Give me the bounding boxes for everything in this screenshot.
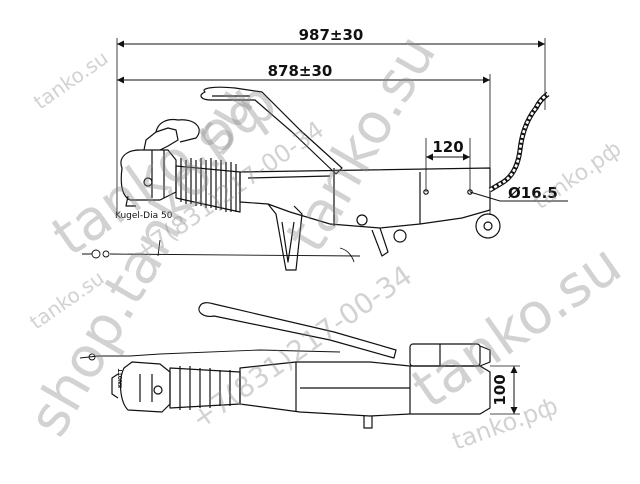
hole-spacing-label: 120 <box>432 138 463 156</box>
ball-coupling-label: Kugel-Dia 50 <box>115 211 173 221</box>
bellows <box>175 158 241 213</box>
top-view <box>79 302 491 429</box>
coupling-body-top <box>239 361 491 429</box>
hole-diameter-label: Ø16.5 <box>508 184 558 202</box>
watermark-site-rf-2: tanko.рф <box>529 137 626 215</box>
cable-top <box>79 349 341 361</box>
brake-pivot <box>371 227 407 257</box>
rear-eye <box>475 213 501 239</box>
support-leg <box>267 203 303 271</box>
brake-cable <box>488 91 550 193</box>
coupling-head-top <box>111 361 171 413</box>
side-view <box>82 86 550 271</box>
watermark-site-big-2: tanko.su <box>401 232 633 422</box>
coupling-head <box>120 118 200 207</box>
watermark-site-1: tanko.su <box>29 46 112 114</box>
overall-length-label: 987±30 <box>299 26 364 44</box>
dimension-body-height <box>490 365 520 415</box>
watermark-phone-2: +7(831)217-00-34 <box>185 259 418 436</box>
watermarks: tanko.su tanko.рф +7(831)217-00-34 tanko… <box>16 24 633 455</box>
damper-top <box>409 343 491 367</box>
hole-diameter-leader <box>469 191 568 202</box>
breakaway-cable <box>82 239 361 263</box>
dimension-hole-spacing <box>425 138 471 192</box>
body-height-label: 100 <box>491 374 509 405</box>
brand-label-top: KNOTT <box>118 368 124 388</box>
hand-lever-top <box>198 302 397 359</box>
coupling-length-label: 878±30 <box>268 62 333 80</box>
